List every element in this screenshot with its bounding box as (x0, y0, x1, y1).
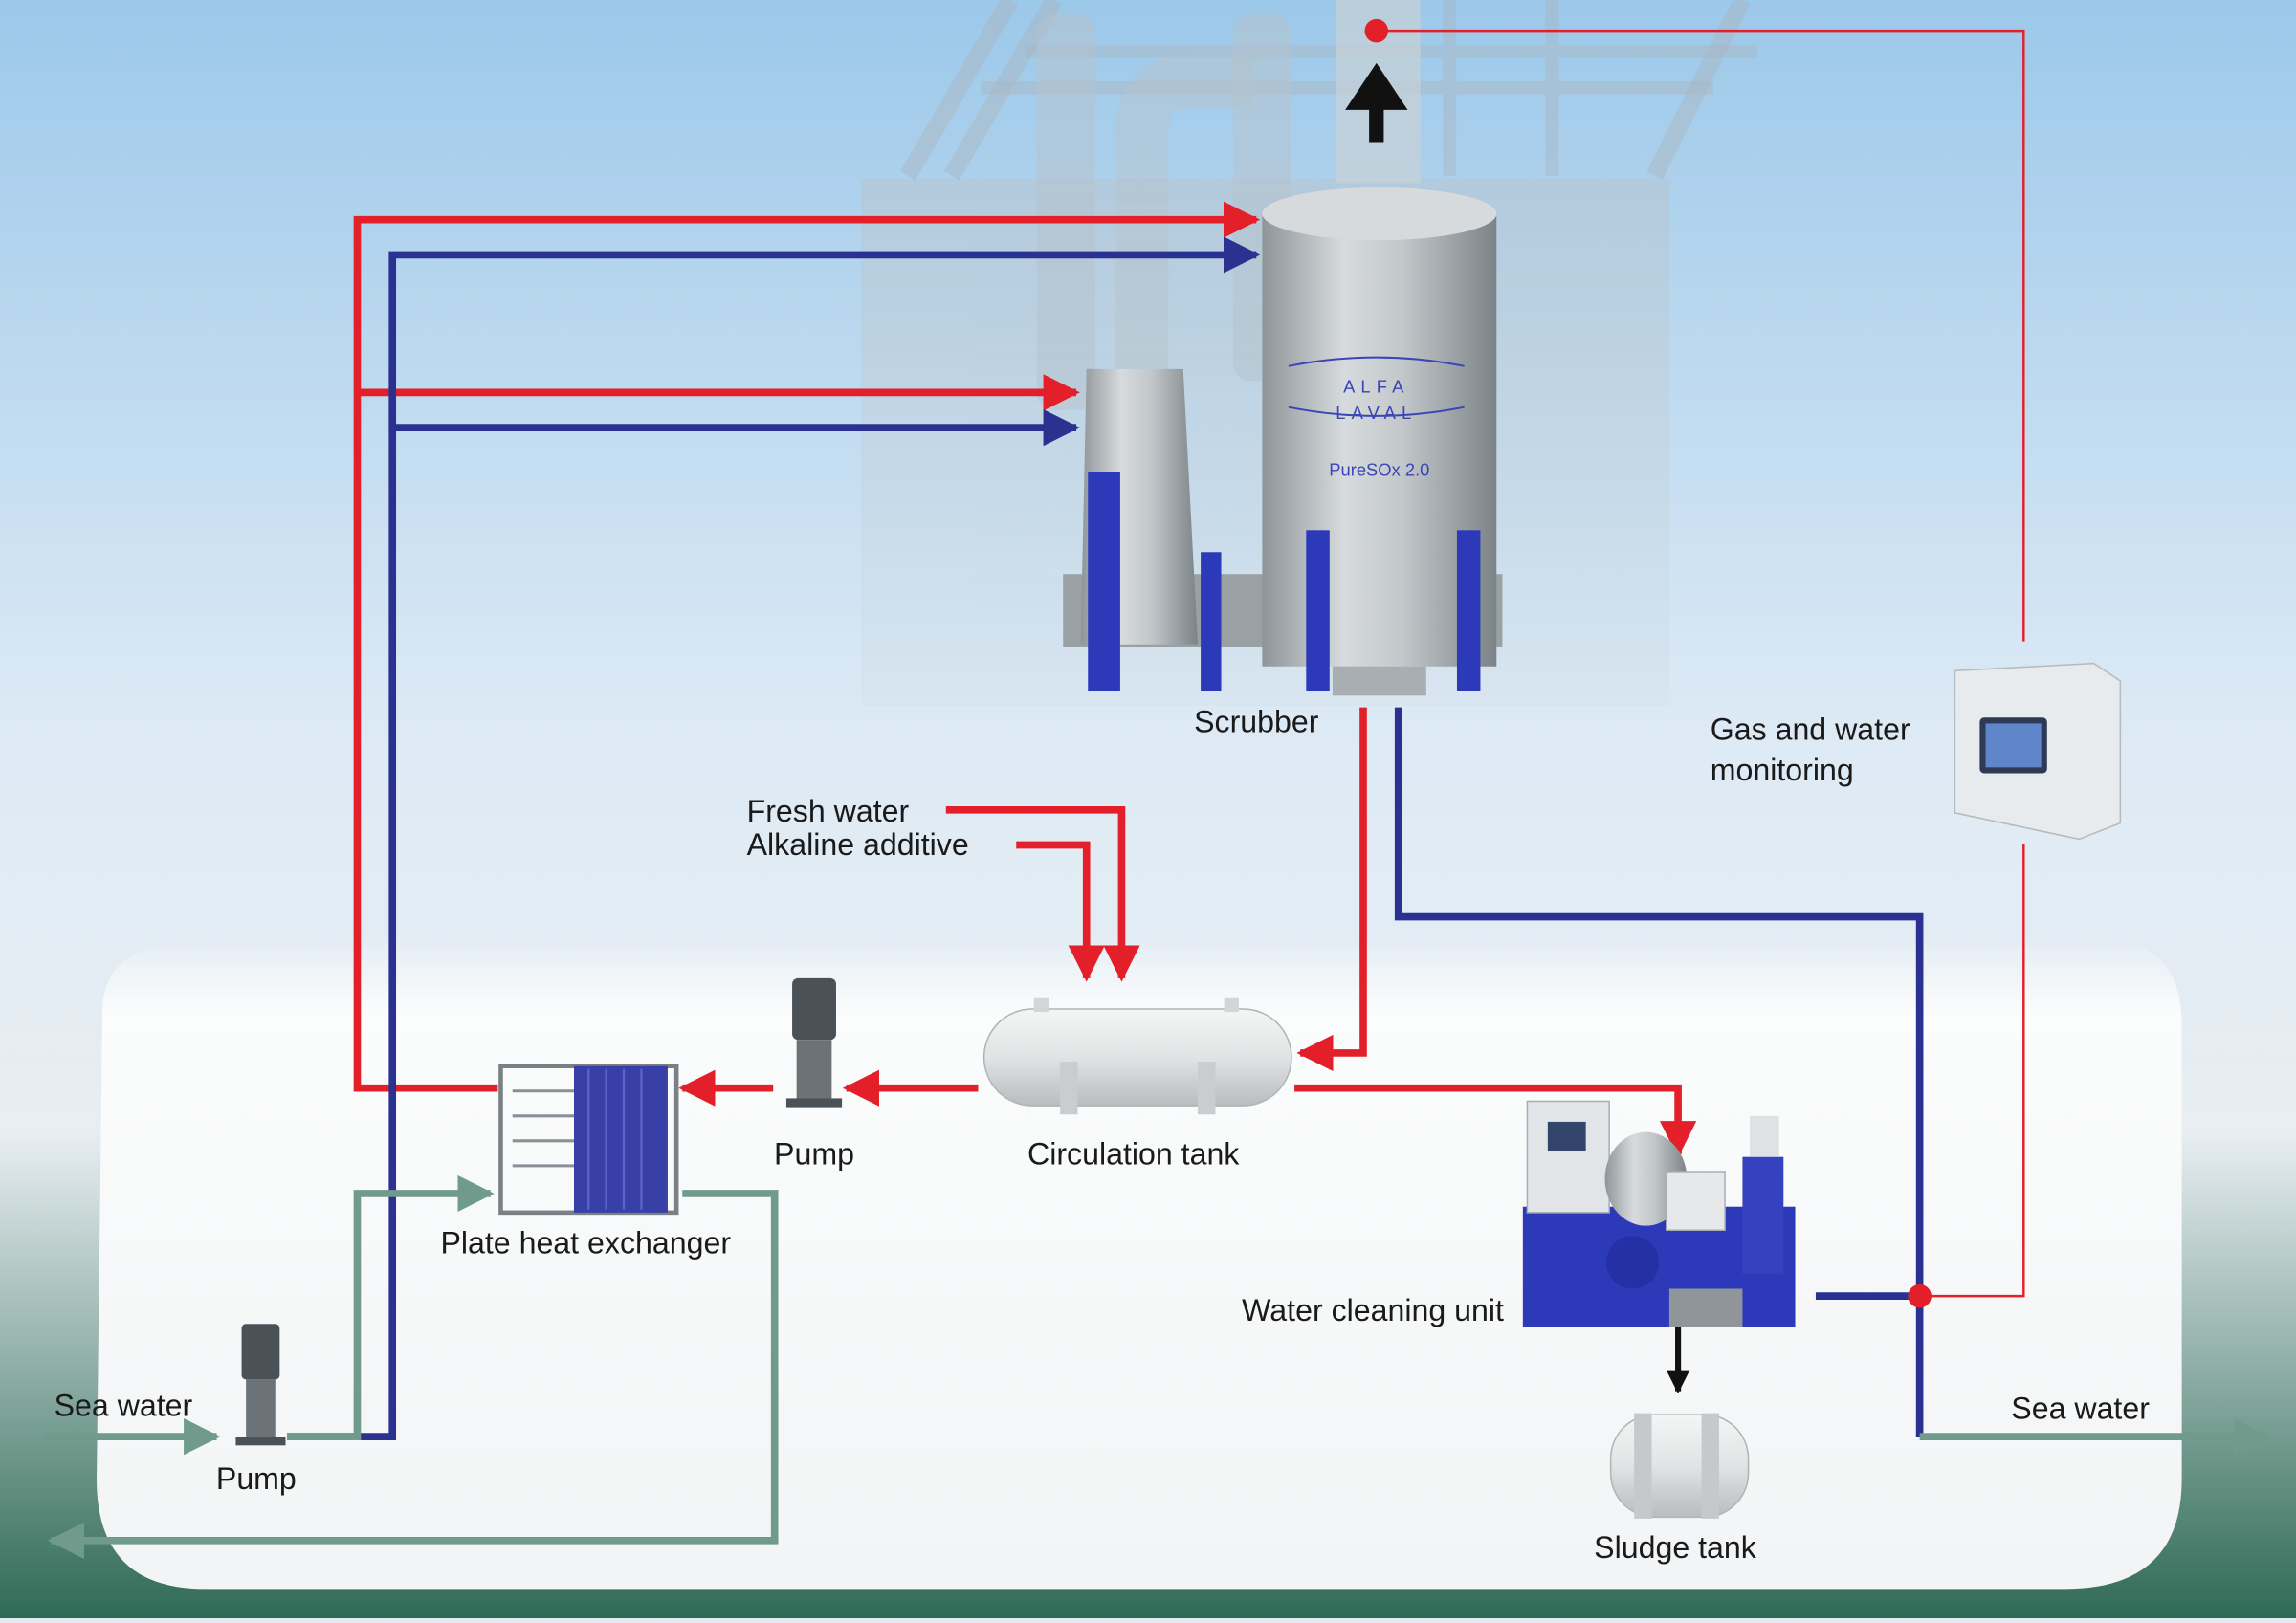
sea-water-inlet-label: Sea water (55, 1389, 193, 1423)
water-sensor-point (1908, 1283, 1932, 1308)
water-cleaning-unit (1522, 1100, 1796, 1327)
monitoring-signal-lines (1376, 29, 2025, 1298)
exhaust-sensor-point (1364, 18, 1389, 43)
sea-water-return-line (47, 1190, 779, 1559)
scrubber-model-label: PureSOx 2.0 (1329, 460, 1429, 480)
sea-water-outlet-label: Sea water (2011, 1392, 2150, 1426)
plate-heat-exchanger-label: Plate heat exchanger (440, 1226, 731, 1261)
plate-heat-exchanger (498, 1064, 679, 1216)
fresh-water-feed-line (945, 805, 1140, 982)
scrubber-logo-top: ALFA (1343, 376, 1409, 396)
scrubber-logo-bottom: LAVAL (1336, 403, 1417, 423)
circulation-pump (785, 977, 843, 1108)
exhaust-up-arrow (1345, 62, 1408, 143)
hot-circuit-lines (353, 201, 1697, 1158)
scrubber-unit: ALFA LAVAL PureSOx 2.0 (1063, 186, 1503, 696)
sea-water-pump (235, 1324, 286, 1446)
monitoring-cabinet (1954, 662, 2122, 841)
bleed-off-to-cleaning-line (1294, 1084, 1697, 1158)
circulation-tank-label: Circulation tank (1027, 1136, 1240, 1171)
sea-water-pump-label: Pump (216, 1461, 297, 1496)
scrubber-return-line (1296, 707, 1367, 1072)
sea-water-lines (43, 1174, 2271, 1559)
water-cleaning-unit-label: Water cleaning unit (1242, 1293, 1504, 1327)
hot-line-to-scrubber (353, 201, 1261, 1092)
monitoring-label-line2: monitoring (1711, 753, 1854, 787)
circulation-pump-label: Pump (774, 1136, 854, 1171)
monitoring-label-line1: Gas and water (1711, 712, 1910, 746)
alkaline-additive-label: Alkaline additive (747, 827, 969, 862)
sludge-tank-label: Sludge tank (1594, 1530, 1757, 1565)
sludge-tank (1609, 1413, 1750, 1519)
circulation-tank (982, 997, 1292, 1115)
alkaline-feed-line (1016, 841, 1105, 982)
fresh-water-label: Fresh water (747, 794, 910, 828)
scrubber-outlet-line (1394, 707, 1924, 1437)
sea-water-to-exchanger-line (287, 1174, 495, 1440)
scrubber-label: Scrubber (1194, 705, 1319, 739)
